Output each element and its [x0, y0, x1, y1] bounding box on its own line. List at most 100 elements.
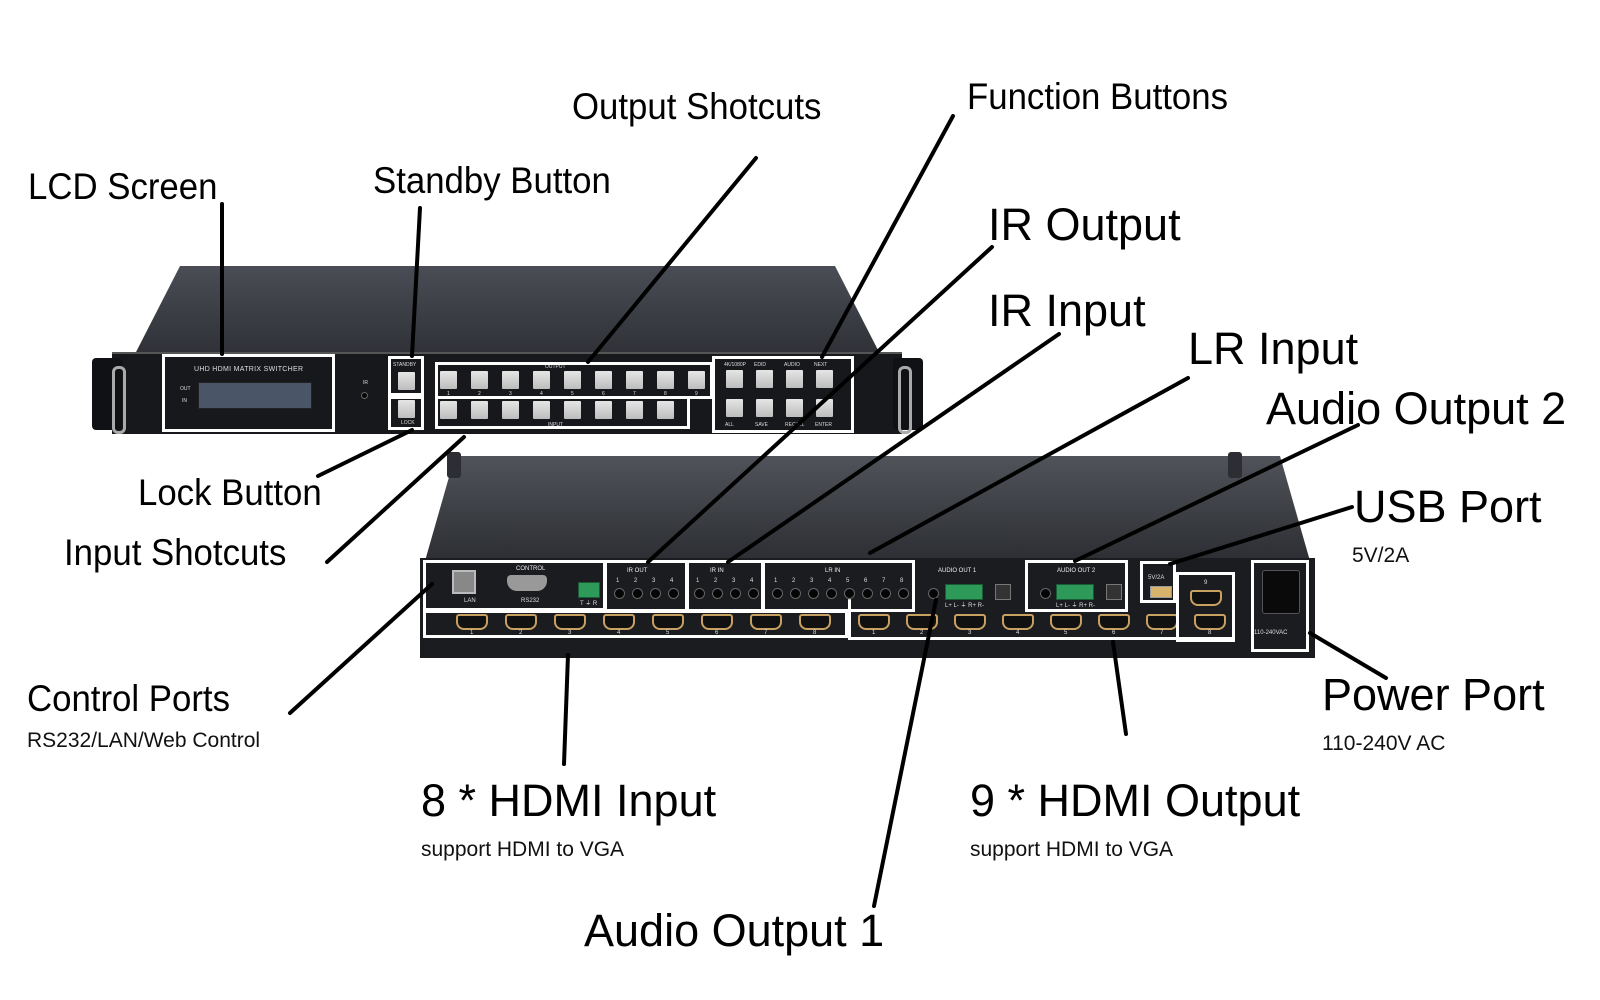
output-button-1[interactable]: [440, 371, 457, 389]
control-title: CONTROL: [516, 566, 546, 572]
audio-out2-optical[interactable]: [1106, 584, 1122, 600]
callout-lock-button: Lock Button: [138, 472, 322, 513]
hdmi-input-4[interactable]: [603, 614, 635, 630]
lr-in-6-jack[interactable]: [862, 588, 873, 599]
hdmi-output-4[interactable]: [1002, 614, 1034, 630]
callout-standby-button: Standby Button: [373, 160, 611, 201]
lr-in-4-jack[interactable]: [826, 588, 837, 599]
output-button-5-label: 5: [571, 391, 574, 397]
callout-ir-output: IR Output: [988, 199, 1181, 250]
callout-lr-input: LR Input: [1188, 323, 1359, 374]
lr-in-2-jack[interactable]: [790, 588, 801, 599]
hdmi-output-7-label: 7: [1160, 630, 1164, 636]
hdmi-input-2[interactable]: [505, 614, 537, 630]
hdmi-input-6[interactable]: [701, 614, 733, 630]
hdmi-output9-highlight-box: [1176, 572, 1235, 642]
hdmi-input-highlight-box: [423, 610, 848, 638]
hdmi-input-1[interactable]: [456, 614, 488, 630]
lr-in-3-jack[interactable]: [808, 588, 819, 599]
input-button-3[interactable]: [502, 401, 519, 419]
audio-out2-jack[interactable]: [1040, 588, 1051, 599]
hdmi-input-5[interactable]: [652, 614, 684, 630]
hdmi-output-3[interactable]: [954, 614, 986, 630]
lan-port[interactable]: [452, 570, 476, 594]
rs232-terminal-block[interactable]: [578, 582, 600, 598]
ir-out-4-label: 4: [670, 578, 674, 584]
callout-control-ports: Control Ports: [27, 678, 230, 719]
hdmi-output-8[interactable]: [1194, 614, 1226, 630]
ir-output-highlight-box: [604, 560, 688, 612]
hdmi-output-5-label: 5: [1064, 630, 1068, 636]
rear-ear-right: [1228, 452, 1242, 478]
output-button-4[interactable]: [533, 371, 550, 389]
power-label: 110-240VAC: [1254, 630, 1288, 636]
hdmi-output-4-label: 4: [1016, 630, 1020, 636]
input-button-5[interactable]: [564, 401, 581, 419]
callout-audio-output-1: Audio Output 1: [584, 905, 885, 956]
ir-out-3-label: 3: [652, 578, 656, 584]
ir-sensor-label: IR: [363, 380, 368, 386]
ir-in-2-jack[interactable]: [712, 588, 723, 599]
ir-out-4-jack[interactable]: [668, 588, 679, 599]
audio-out2-terminal-block[interactable]: [1056, 584, 1094, 600]
output-button-1-label: 1: [447, 391, 450, 397]
lcd-display: [198, 382, 312, 409]
output-button-5[interactable]: [564, 371, 581, 389]
standby-button[interactable]: [398, 372, 415, 390]
model-text: UHD HDMI MATRIX SWITCHER: [194, 366, 304, 373]
input-button-1[interactable]: [440, 401, 457, 419]
hdmi-output-9[interactable]: [1190, 590, 1222, 606]
output-button-7-label: 7: [633, 391, 636, 397]
handle-right[interactable]: [898, 366, 912, 434]
ir-in-title: IR IN: [710, 568, 724, 574]
hdmi-output-6[interactable]: [1098, 614, 1130, 630]
ir-in-1-jack[interactable]: [694, 588, 705, 599]
lcd-highlight-box: [162, 354, 335, 432]
input-button-4[interactable]: [533, 401, 550, 419]
lcd-in-label: IN: [182, 398, 187, 404]
lock-button[interactable]: [398, 400, 415, 418]
ir-out-2-label: 2: [634, 578, 638, 584]
audio-out1-jack[interactable]: [928, 588, 939, 599]
output-button-2[interactable]: [471, 371, 488, 389]
input-button-6[interactable]: [595, 401, 612, 419]
ir-in-4-jack[interactable]: [748, 588, 759, 599]
lan-label: LAN: [464, 598, 476, 604]
hdmi-input-2-label: 2: [519, 630, 523, 636]
lr-in-1-jack[interactable]: [772, 588, 783, 599]
callout-function-buttons: Function Buttons: [967, 76, 1229, 117]
control-ports-highlight-box: [423, 560, 606, 611]
lock-label: LOCK: [401, 420, 415, 426]
ir-out-3-jack[interactable]: [650, 588, 661, 599]
output-button-7[interactable]: [626, 371, 643, 389]
audio-out1-terminal-block[interactable]: [945, 584, 983, 600]
hdmi-output-5[interactable]: [1050, 614, 1082, 630]
output-button-3-label: 3: [509, 391, 512, 397]
lr-in-1-label: 1: [774, 578, 778, 584]
handle-left[interactable]: [112, 366, 126, 434]
input-button-7[interactable]: [626, 401, 643, 419]
ir-in-3-jack[interactable]: [730, 588, 741, 599]
standby-highlight-box: [388, 356, 424, 396]
hdmi-output-6-label: 6: [1112, 630, 1116, 636]
output-button-3[interactable]: [502, 371, 519, 389]
hdmi-output-9-label: 9: [1204, 580, 1208, 586]
power-socket[interactable]: [1262, 570, 1300, 614]
ir-in-2-label: 2: [714, 578, 718, 584]
usb-highlight-box: [1140, 561, 1176, 603]
usb-port[interactable]: [1150, 586, 1172, 598]
rear-ear-left: [447, 452, 461, 478]
ir-out-1-jack[interactable]: [614, 588, 625, 599]
ir-in-1-label: 1: [696, 578, 700, 584]
input-shortcuts-highlight-box: [435, 396, 690, 429]
hdmi-input-3[interactable]: [554, 614, 586, 630]
lr-in-5-jack[interactable]: [844, 588, 855, 599]
output-button-6[interactable]: [595, 371, 612, 389]
rs232-port[interactable]: [507, 575, 547, 591]
hdmi-input-7[interactable]: [750, 614, 782, 630]
hdmi-input-8[interactable]: [799, 614, 831, 630]
audio-out1-optical[interactable]: [995, 584, 1011, 600]
callout-usb-port-sub: 5V/2A: [1352, 544, 1410, 567]
input-button-2[interactable]: [471, 401, 488, 419]
ir-out-2-jack[interactable]: [632, 588, 643, 599]
